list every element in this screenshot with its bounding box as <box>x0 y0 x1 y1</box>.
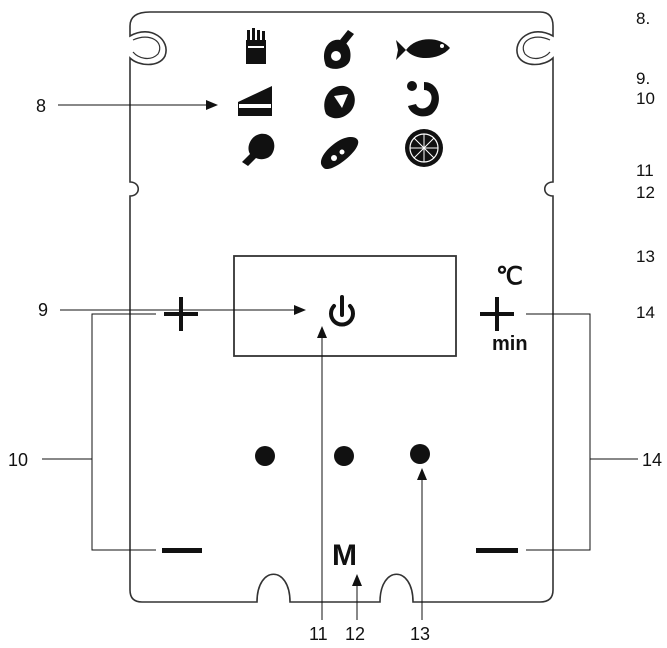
cake-icon <box>238 86 272 116</box>
callout-11: 11 <box>309 624 328 644</box>
arrow-13 <box>417 468 427 480</box>
arrow-12 <box>352 574 362 586</box>
arrow-11 <box>317 326 327 338</box>
pizza-icon <box>405 129 443 167</box>
top-left-notch <box>132 36 161 60</box>
arrow-8 <box>206 100 218 110</box>
callout-12: 12 <box>345 624 365 644</box>
side-number-9: 9. <box>636 69 650 88</box>
temperature-unit: ℃ <box>496 263 523 290</box>
side-number-12: 12 <box>636 183 655 202</box>
power-button[interactable] <box>329 295 355 327</box>
arrow-9 <box>294 305 306 315</box>
indicator-dot-3 <box>410 444 430 464</box>
side-number-8: 8. <box>636 9 650 28</box>
fries-icon <box>246 28 266 64</box>
sausage-icon <box>320 137 359 170</box>
display-window <box>233 255 457 357</box>
shrimp-icon <box>407 81 439 117</box>
left-minus-button[interactable] <box>162 548 202 553</box>
meat-leg-icon <box>323 30 354 69</box>
callout-13: 13 <box>410 624 430 644</box>
time-unit: min <box>492 333 528 355</box>
callout-14: 14 <box>642 450 662 470</box>
indicator-dot-1 <box>255 446 275 466</box>
right-plus-button[interactable] <box>480 297 514 331</box>
side-number-11: 11 <box>636 161 654 180</box>
side-number-13: 13 <box>636 247 655 266</box>
steak-icon <box>324 85 355 119</box>
right-minus-button[interactable] <box>476 548 518 553</box>
callout-8: 8 <box>36 96 46 116</box>
power-icon <box>329 304 355 327</box>
bracket-14 <box>526 313 591 551</box>
fish-icon <box>396 39 450 60</box>
callout-10: 10 <box>8 450 28 470</box>
callout-9: 9 <box>38 300 48 320</box>
side-number-10: 10 <box>636 89 655 108</box>
indicator-dot-2 <box>334 446 354 466</box>
chicken-drumstick-icon <box>242 133 275 166</box>
panel-border <box>129 11 554 603</box>
top-right-notch <box>522 36 551 60</box>
left-plus-button[interactable] <box>164 297 198 331</box>
side-number-14: 14 <box>636 303 655 322</box>
menu-button[interactable]: M <box>332 539 357 572</box>
bracket-10 <box>91 313 156 551</box>
